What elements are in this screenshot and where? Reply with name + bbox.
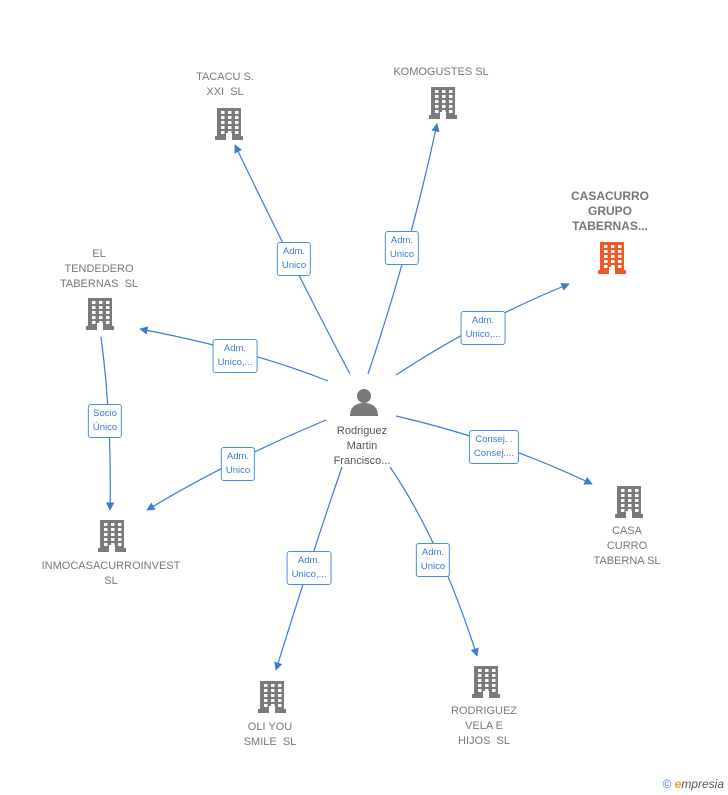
company-label-komogustes[interactable]: KOMOGUSTES SL bbox=[393, 66, 489, 78]
footer-brand[interactable]: © empresia bbox=[662, 777, 724, 791]
edge-label-oli-you[interactable]: Adm. Unico,... bbox=[286, 551, 332, 585]
person-name-label[interactable]: Rodriguez Martin Francisco... bbox=[333, 425, 391, 467]
company-label-rodriguez-vela[interactable]: RODRIGUEZ VELA E HIJOS SL bbox=[451, 705, 517, 747]
building-icon[interactable] bbox=[215, 106, 243, 145]
company-label-tacacu[interactable]: TACACU S. XXI SL bbox=[196, 71, 254, 98]
company-label-el-tendedero[interactable]: EL TENDEDERO TABERNAS SL bbox=[59, 248, 139, 290]
brand-logo-text: mpresia bbox=[681, 777, 724, 791]
building-icon[interactable] bbox=[258, 679, 286, 718]
edge-label-el-tendedero--inmocasacurro[interactable]: Socio Único bbox=[87, 404, 123, 438]
building-icon[interactable] bbox=[472, 664, 500, 703]
building-icon[interactable] bbox=[86, 296, 114, 335]
edge-label-tacacu[interactable]: Adm. Unico bbox=[276, 242, 312, 276]
company-label-inmocasacurro[interactable]: INMOCASACURROINVEST SL bbox=[41, 560, 181, 587]
building-icon[interactable] bbox=[98, 518, 126, 557]
building-icon[interactable] bbox=[598, 240, 626, 279]
company-label-casacurro-grupo[interactable]: CASACURRO GRUPO TABERNAS... bbox=[571, 189, 649, 233]
edge-label-komogustes[interactable]: Adm. Unico bbox=[384, 231, 420, 265]
building-icon[interactable] bbox=[429, 85, 457, 124]
building-icon[interactable] bbox=[615, 484, 643, 523]
brand-logo-e: e bbox=[674, 777, 682, 791]
copyright-symbol: © bbox=[662, 777, 672, 791]
edge-label-casacurro-grupo[interactable]: Adm. Unico,... bbox=[460, 311, 506, 345]
company-label-casa-curro[interactable]: CASA CURRO TABERNA SL bbox=[593, 525, 661, 567]
edge-label-casa-curro[interactable]: Consej. . Consej.... bbox=[468, 430, 520, 464]
edge-label-inmocasacurro[interactable]: Adm. Unico bbox=[220, 447, 256, 481]
edge-label-rodriguez-vela[interactable]: Adm. Unico bbox=[415, 543, 451, 577]
person-icon[interactable] bbox=[349, 388, 379, 421]
company-label-oli-you[interactable]: OLI YOU SMILE SL bbox=[243, 721, 297, 748]
edge-label-el-tendedero[interactable]: Adm. Unico,... bbox=[212, 339, 258, 373]
